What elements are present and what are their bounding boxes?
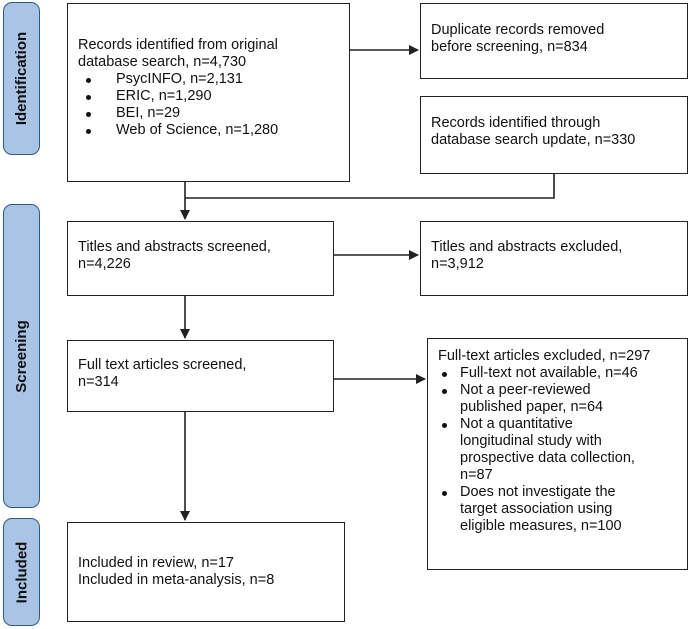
records-identified-box: Records identified from original databas… xyxy=(67,3,350,182)
database-item-psycinfo: PsycINFO, n=2,131 xyxy=(86,71,339,88)
fulltext-screened-box: Full text articles screened, n=314 xyxy=(67,340,334,412)
stage-screening-label: Screening xyxy=(13,319,30,393)
fulltext-excluded-text: Full-text articles excluded, n=297 xyxy=(438,348,651,364)
included-box: Included in review, n=17 Included in met… xyxy=(67,522,345,622)
titles-excluded-text: Titles and abstracts excluded, n=3,912 xyxy=(431,239,623,272)
search-update-text: Records identified through database sear… xyxy=(431,115,636,148)
stage-identification: Identification xyxy=(3,2,40,155)
titles-excluded-box: Titles and abstracts excluded, n=3,912 xyxy=(420,221,688,296)
titles-screened-text: Titles and abstracts screened, n=4,226 xyxy=(78,239,271,272)
exclusion-reason-item: Does not investigate the target associat… xyxy=(442,484,677,535)
stage-included-label: Included xyxy=(13,541,31,603)
database-item-eric: ERIC, n=1,290 xyxy=(86,88,339,105)
records-identified-text: Records identified from original databas… xyxy=(78,37,278,70)
exclusion-reason-item: Not a peer-reviewed published paper, n=6… xyxy=(442,382,677,416)
duplicates-removed-text: Duplicate records removed before screeni… xyxy=(431,22,605,55)
exclusion-reason-item: Not a quantitative longitudinal study wi… xyxy=(442,416,677,484)
exclusion-reason-item: Full-text not available, n=46 xyxy=(442,365,677,382)
titles-screened-box: Titles and abstracts screened, n=4,226 xyxy=(67,221,334,296)
database-item-web-of-science: Web of Science, n=1,280 xyxy=(86,122,339,139)
database-list: PsycINFO, n=2,131 ERIC, n=1,290 BEI, n=2… xyxy=(86,71,339,139)
search-update-box: Records identified through database sear… xyxy=(420,96,688,174)
stage-screening: Screening xyxy=(3,204,40,508)
duplicates-removed-box: Duplicate records removed before screeni… xyxy=(420,3,688,79)
fulltext-excluded-box: Full-text articles excluded, n=297 Full-… xyxy=(427,338,688,570)
included-text: Included in review, n=17 Included in met… xyxy=(78,555,275,588)
connector-update-merge xyxy=(185,174,555,199)
exclusion-reason-list: Full-text not available, n=46 Not a peer… xyxy=(442,365,677,535)
database-item-bei: BEI, n=29 xyxy=(86,105,339,122)
fulltext-screened-text: Full text articles screened, n=314 xyxy=(78,357,247,390)
stage-identification-label: Identification xyxy=(13,31,30,126)
stage-included: Included xyxy=(3,518,40,626)
